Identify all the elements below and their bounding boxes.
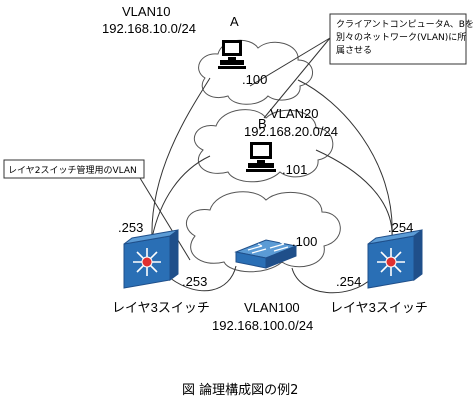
link-lines [139,37,393,294]
callout-top-line1: クライアントコンピュータA、Bを [336,19,474,30]
l3-right-label: レイヤ3スイッチ [330,300,428,315]
vlan10-name: VLAN10 [122,4,170,19]
l3-left-ip-top: .253 [118,220,143,235]
callout-top: クライアントコンピュータA、Bを 別々のネットワーク(VLAN)に所 属させる [329,13,474,65]
l3-left-label: レイヤ3スイッチ [112,300,210,315]
l3-left-ip-bottom: .253 [182,274,207,289]
host-b-ip: .101 [282,162,307,177]
l3-switch-left-icon [123,229,179,289]
vlan20-name: VLAN20 [270,106,318,121]
l2-switch-ip: .100 [292,234,317,249]
vlan100-name: VLAN100 [244,300,300,315]
l3-right-ip-top: .254 [388,220,413,235]
l3-switch-right-icon [367,229,423,289]
callout-left: レイヤ2スイッチ管理用のVLAN [3,159,145,179]
vlan100-subnet: 192.168.100.0/24 [212,318,313,333]
l3-right-ip-bottom: .254 [336,274,361,289]
figure-caption: 図 論理構成図の例2 [182,382,298,398]
callout-left-text: レイヤ2スイッチ管理用のVLAN [8,164,137,176]
computer-a-icon [218,40,246,69]
vlan10-subnet: 192.168.10.0/24 [102,21,196,36]
host-a-label: A [230,14,239,29]
callout-top-line3: 属させる [336,45,372,56]
callout-top-line2: 別々のネットワーク(VLAN)に所 [336,32,466,43]
host-a-ip: .100 [242,72,267,87]
cloud-vlan100 [185,191,341,273]
l2-switch-icon [234,239,298,269]
vlan20-subnet: 192.168.20.0/24 [244,124,338,139]
cloud-vlan10 [198,39,313,105]
host-b-label: B [258,116,267,131]
computer-b-icon [246,142,276,172]
